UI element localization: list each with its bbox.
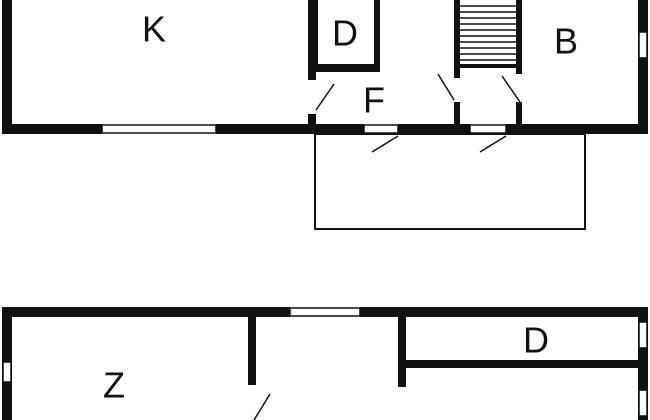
terrace-door-left: [371, 135, 399, 153]
terrace: [314, 133, 586, 230]
lower-top-wall-left: [2, 307, 290, 317]
kitchen-partition-lower: [308, 114, 316, 128]
lower-floor: Z D: [2, 307, 648, 420]
room-label-bath: B: [554, 21, 578, 62]
lower-closet-bottom-wall: [404, 360, 640, 368]
bath-door: [501, 75, 521, 103]
lower-right-window-lower: [638, 389, 648, 417]
terrace-door-right: [479, 135, 507, 153]
kitchen-window: [101, 124, 217, 134]
lower-left-window: [2, 361, 12, 383]
stair-threshold: [469, 124, 507, 134]
stair-right-wall: [516, 0, 522, 74]
lower-top-wall-right: [360, 307, 648, 317]
stair-right-wall-lower: [516, 102, 522, 128]
upper-floor: K D F B: [2, 0, 648, 230]
stair-left-wall: [454, 0, 460, 78]
upper-bottom-wall-center: [398, 124, 470, 134]
upper-right-wall: [638, 0, 648, 134]
lower-room-door: [253, 393, 271, 420]
lower-top-window: [289, 307, 361, 317]
upper-bottom-wall-right: [506, 124, 648, 134]
closet-left-wall: [312, 0, 318, 72]
lower-right-wall: [638, 307, 648, 420]
closet-bottom-wall: [312, 64, 380, 72]
room-label-hall: F: [363, 80, 385, 121]
lower-right-window-upper: [638, 321, 648, 349]
room-label-kitchen: K: [142, 9, 166, 50]
room-label-closet: D: [332, 13, 358, 54]
upper-bottom-wall-mid: [216, 124, 364, 134]
upper-right-window: [638, 31, 648, 59]
room-label-lower-closet: D: [523, 320, 549, 361]
lower-room-partition: [248, 317, 256, 385]
upper-left-wall: [2, 0, 12, 134]
hall-threshold: [363, 124, 399, 134]
room-label-room-z: Z: [103, 365, 125, 406]
staircase: [458, 5, 520, 68]
hall-door: [437, 73, 455, 101]
closet-right-wall: [374, 0, 380, 72]
stair-left-wall-lower: [454, 102, 460, 128]
upper-bottom-wall-left: [2, 124, 102, 134]
kitchen-door: [315, 83, 335, 111]
lower-closet-left-wall: [398, 317, 406, 387]
